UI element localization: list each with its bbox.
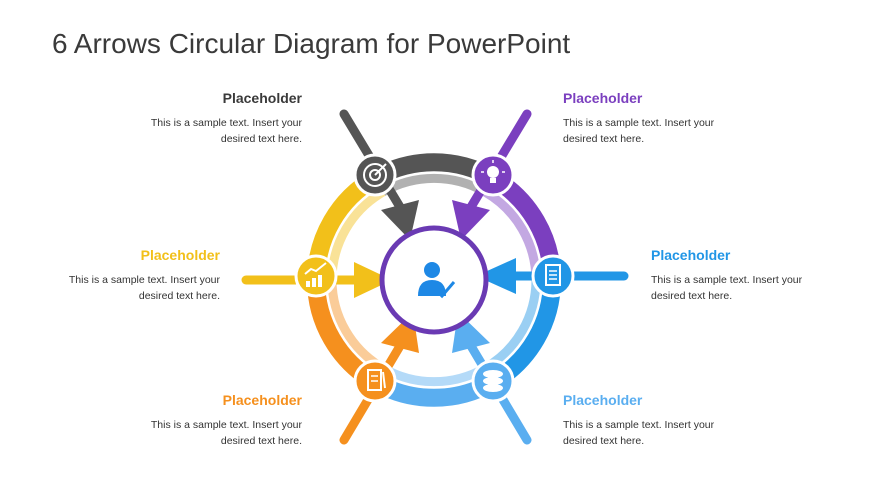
growth-chart-icon bbox=[294, 254, 338, 298]
block-body: This is a sample text. Insert your desire… bbox=[112, 115, 302, 147]
arrow-head-yellow bbox=[354, 262, 392, 298]
user-check-icon bbox=[418, 262, 456, 299]
text-block-top-left: Placeholder This is a sample text. Inser… bbox=[112, 90, 302, 147]
arrow-head-dark bbox=[381, 200, 419, 240]
page-title: 6 Arrows Circular Diagram for PowerPoint bbox=[52, 28, 571, 59]
block-body: This is a sample text. Insert your desire… bbox=[563, 417, 753, 449]
block-line: This is a sample text. Insert your bbox=[563, 117, 715, 129]
block-body: This is a sample text. Insert your desire… bbox=[30, 272, 220, 304]
text-block-top-right: Placeholder This is a sample text. Inser… bbox=[563, 90, 753, 147]
arrow-head-purple bbox=[452, 200, 490, 240]
block-line: desired text here. bbox=[138, 290, 220, 302]
target-icon bbox=[353, 153, 397, 197]
block-line: desired text here. bbox=[563, 435, 645, 447]
block-line: This is a sample text. Insert your bbox=[150, 117, 302, 129]
block-body: This is a sample text. Insert your desire… bbox=[112, 417, 302, 449]
document-icon bbox=[531, 254, 575, 298]
block-body: This is a sample text. Insert your desire… bbox=[651, 272, 841, 304]
block-line: This is a sample text. Insert your bbox=[651, 274, 803, 286]
arrow-head-blue bbox=[476, 258, 516, 294]
block-line: desired text here. bbox=[563, 133, 645, 145]
text-block-bottom-left: Placeholder This is a sample text. Inser… bbox=[112, 392, 302, 449]
text-block-bottom-right: Placeholder This is a sample text. Inser… bbox=[563, 392, 753, 449]
block-heading: Placeholder bbox=[222, 90, 302, 106]
lightbulb-icon bbox=[471, 153, 515, 197]
block-line: desired text here. bbox=[220, 133, 302, 145]
block-heading: Placeholder bbox=[140, 247, 220, 263]
block-heading: Placeholder bbox=[563, 392, 643, 408]
notepad-icon bbox=[353, 359, 397, 403]
text-block-mid-left: Placeholder This is a sample text. Inser… bbox=[30, 247, 220, 304]
block-heading: Placeholder bbox=[222, 392, 302, 408]
block-heading: Placeholder bbox=[563, 90, 643, 106]
inner-ring-lightblue bbox=[380, 364, 488, 387]
inner-ring-dark bbox=[380, 173, 488, 196]
center-circle bbox=[379, 225, 489, 335]
coins-icon bbox=[471, 359, 515, 403]
block-line: This is a sample text. Insert your bbox=[563, 419, 715, 431]
block-heading: Placeholder bbox=[651, 247, 731, 263]
text-block-mid-right: Placeholder This is a sample text. Inser… bbox=[651, 247, 841, 304]
block-line: This is a sample text. Insert your bbox=[68, 274, 220, 286]
block-body: This is a sample text. Insert your desire… bbox=[563, 115, 753, 147]
block-line: This is a sample text. Insert your bbox=[150, 419, 302, 431]
block-line: desired text here. bbox=[220, 435, 302, 447]
block-line: desired text here. bbox=[651, 290, 733, 302]
